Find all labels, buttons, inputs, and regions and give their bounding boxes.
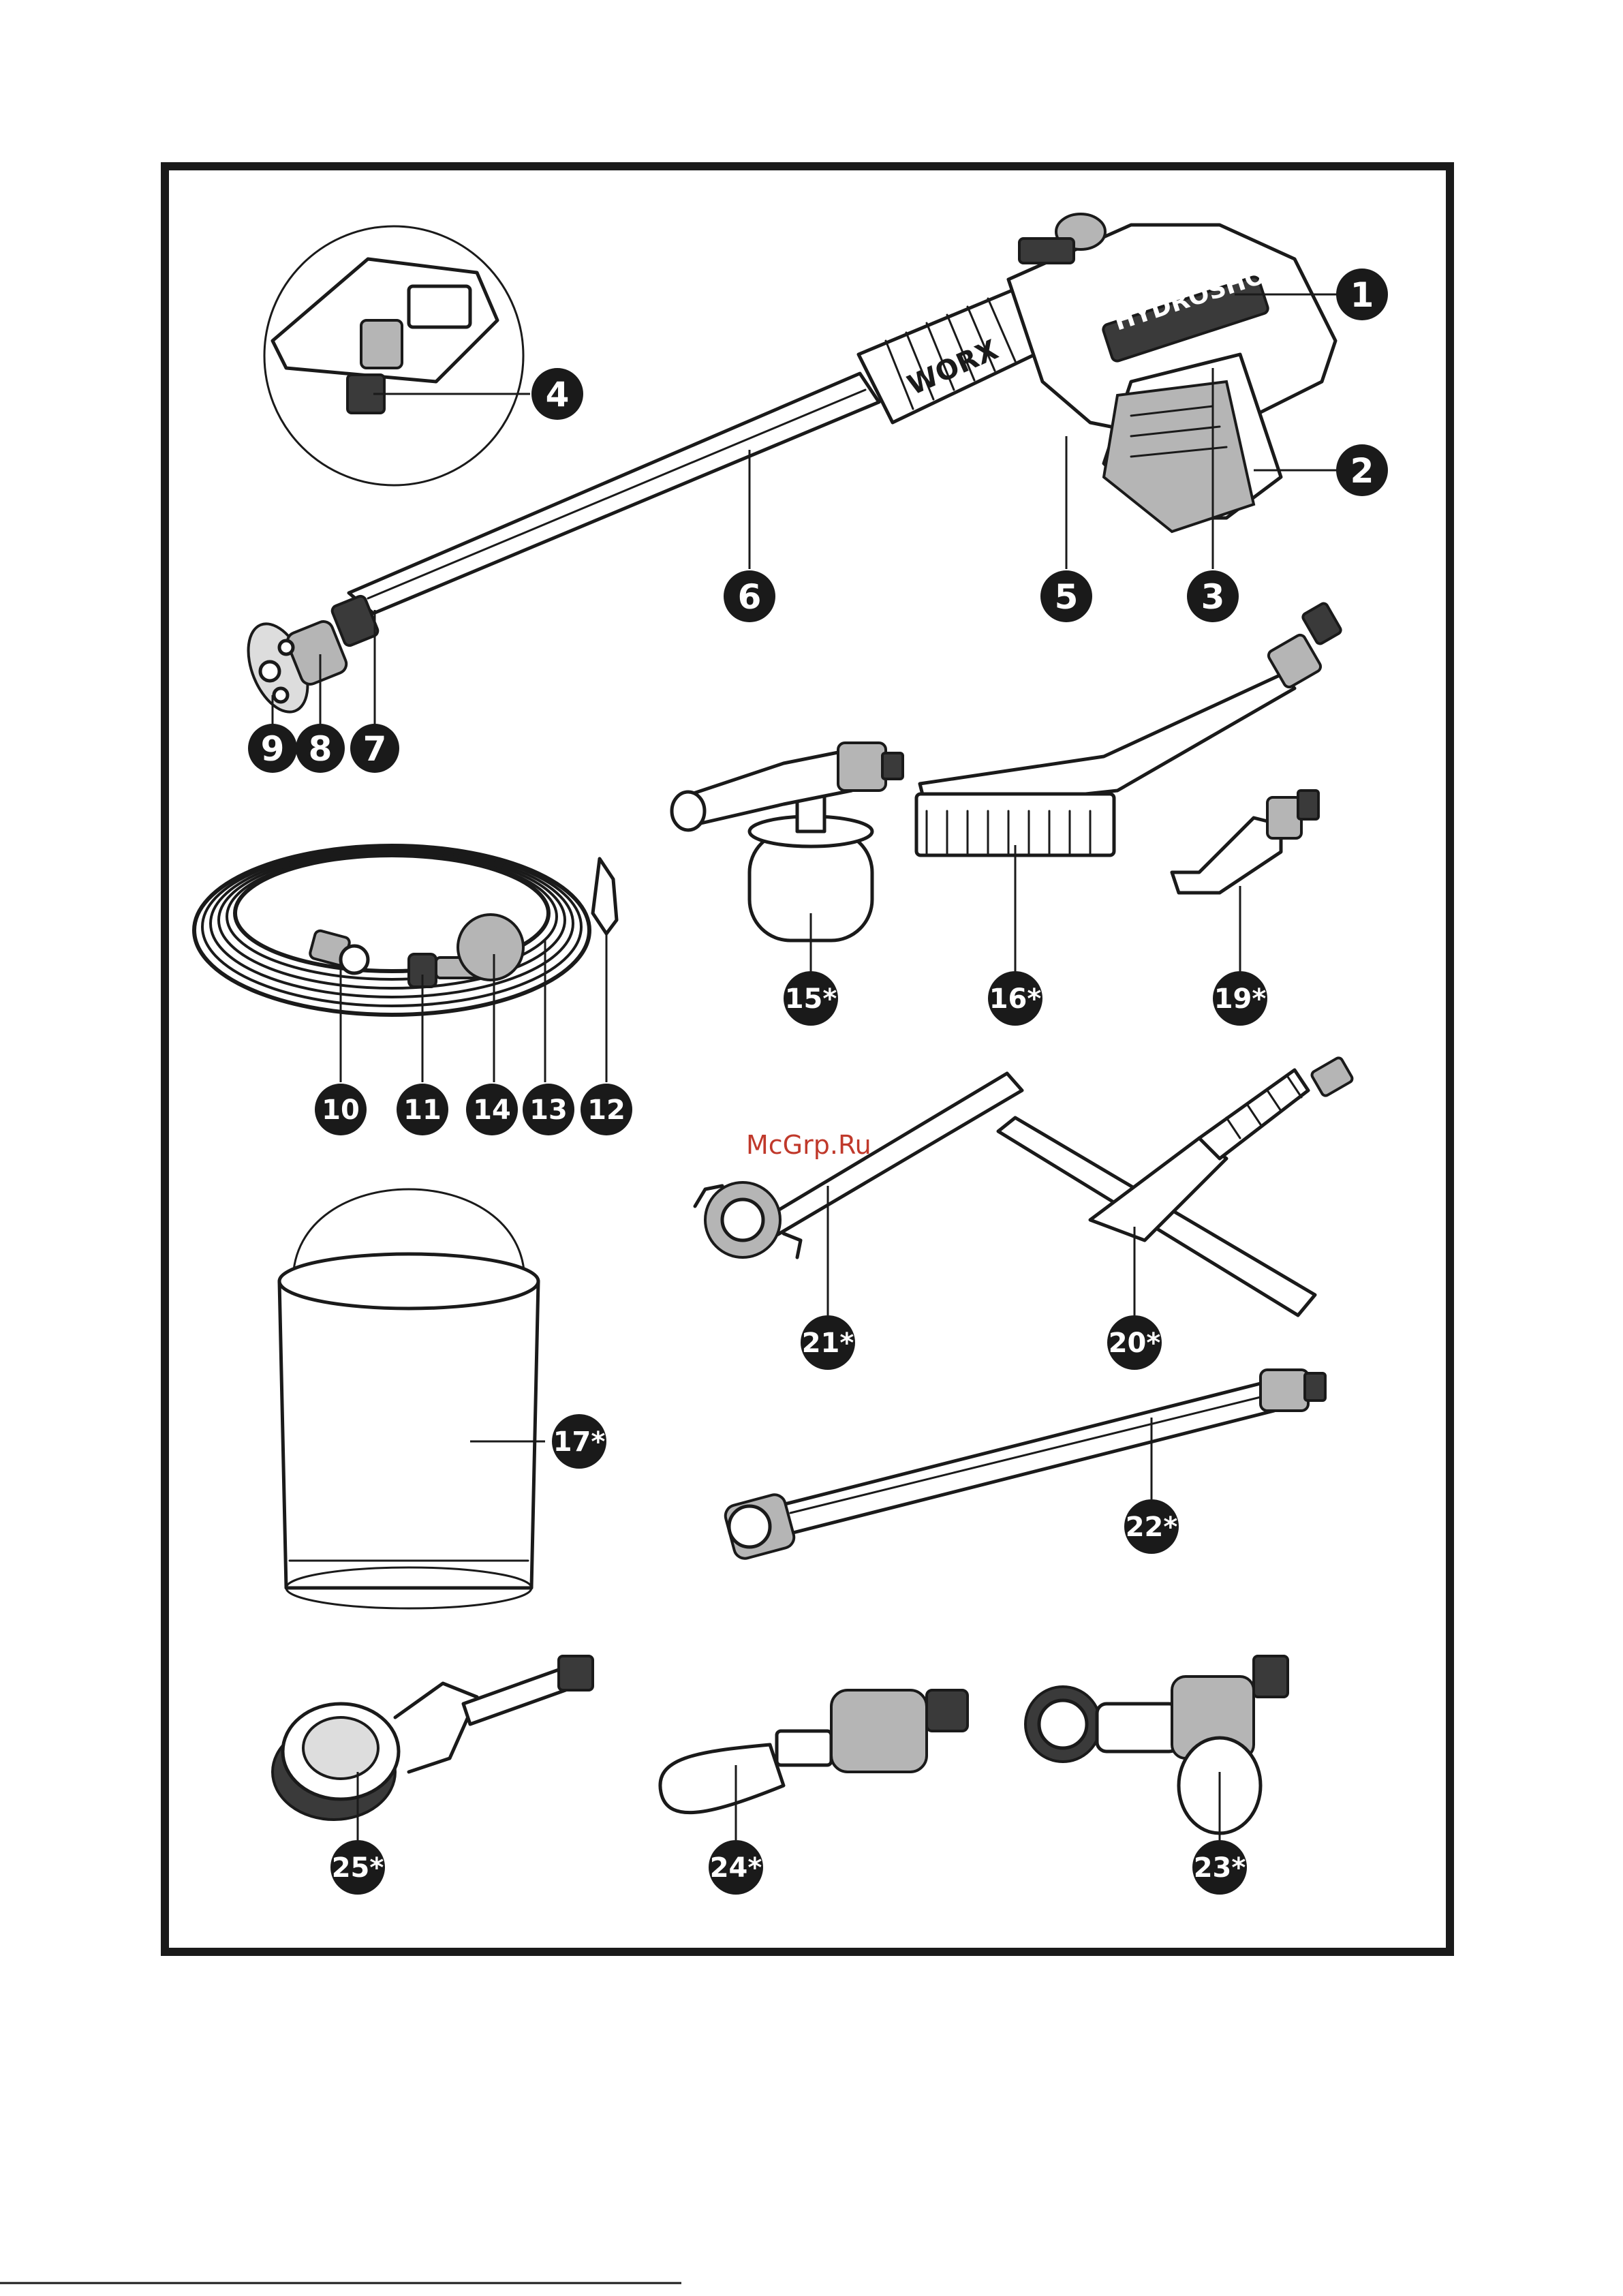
callout-21: 21* xyxy=(801,1315,855,1370)
callout-24-label: 24* xyxy=(710,1852,762,1884)
foam-bottle-illustration xyxy=(672,743,903,940)
callout-17: 17* xyxy=(552,1414,606,1469)
callout-3: 3 xyxy=(1187,570,1239,622)
callout-25: 25* xyxy=(330,1840,385,1895)
callout-23: 23* xyxy=(1192,1840,1247,1895)
callout-4: 4 xyxy=(531,368,583,420)
short-lance-illustration xyxy=(723,1370,1325,1561)
callout-22: 22* xyxy=(1124,1499,1179,1554)
callout-10: 10 xyxy=(315,1084,367,1135)
callout-16-label: 16* xyxy=(989,983,1042,1015)
callout-1: 1 xyxy=(1336,269,1388,320)
callout-2-label: 2 xyxy=(1350,451,1374,491)
cone-nozzle-illustration xyxy=(660,1690,968,1813)
hose-connector-inset xyxy=(264,226,523,485)
callout-20-label: 20* xyxy=(1109,1328,1161,1359)
angled-adapter-illustration xyxy=(1025,1656,1288,1833)
turbo-nozzle-illustration xyxy=(1172,791,1318,893)
callout-5-label: 5 xyxy=(1055,577,1079,617)
callout-14-label: 14 xyxy=(473,1095,511,1126)
callout-20: 20* xyxy=(1107,1315,1162,1370)
callout-23-label: 23* xyxy=(1194,1852,1246,1884)
callout-5: 5 xyxy=(1040,570,1092,622)
callout-19: 19* xyxy=(1213,971,1267,1026)
callout-11: 11 xyxy=(397,1084,448,1135)
callout-11-label: 11 xyxy=(403,1095,442,1126)
callout-22-label: 22* xyxy=(1126,1512,1178,1543)
callout-4-label: 4 xyxy=(546,375,570,414)
callout-7: 7 xyxy=(350,724,399,773)
callout-9: 9 xyxy=(248,724,297,773)
callout-12: 12 xyxy=(581,1084,632,1135)
callout-8-label: 8 xyxy=(309,729,333,769)
callout-25-label: 25* xyxy=(332,1852,384,1884)
callout-16: 16* xyxy=(988,971,1042,1026)
callout-21-label: 21* xyxy=(802,1328,854,1359)
rotating-brush-illustration xyxy=(273,1656,593,1820)
callout-13: 13 xyxy=(523,1084,574,1135)
callout-17-label: 17* xyxy=(553,1426,606,1458)
callout-2: 2 xyxy=(1336,444,1388,496)
callout-24: 24* xyxy=(709,1840,763,1895)
watermark-text: McGrp.Ru xyxy=(746,1130,871,1160)
garden-hose-illustration xyxy=(194,846,617,1015)
squeegee-illustration xyxy=(998,1056,1354,1315)
callout-19-label: 19* xyxy=(1214,983,1267,1015)
callout-9-label: 9 xyxy=(261,729,285,769)
callout-14: 14 xyxy=(466,1084,518,1135)
callout-3-label: 3 xyxy=(1201,577,1225,617)
callout-7-label: 7 xyxy=(363,729,387,769)
callout-13-label: 13 xyxy=(529,1095,568,1126)
callout-1-label: 1 xyxy=(1350,275,1374,315)
extension-wand-illustration xyxy=(695,1073,1022,1257)
callout-6: 6 xyxy=(724,570,775,622)
callout-8: 8 xyxy=(296,724,345,773)
callout-10-label: 10 xyxy=(322,1095,360,1126)
callout-12-label: 12 xyxy=(587,1095,625,1126)
callout-6-label: 6 xyxy=(738,577,762,617)
callout-15-label: 15* xyxy=(785,983,837,1015)
callout-15: 15* xyxy=(784,971,838,1026)
bucket-illustration xyxy=(279,1189,538,1608)
